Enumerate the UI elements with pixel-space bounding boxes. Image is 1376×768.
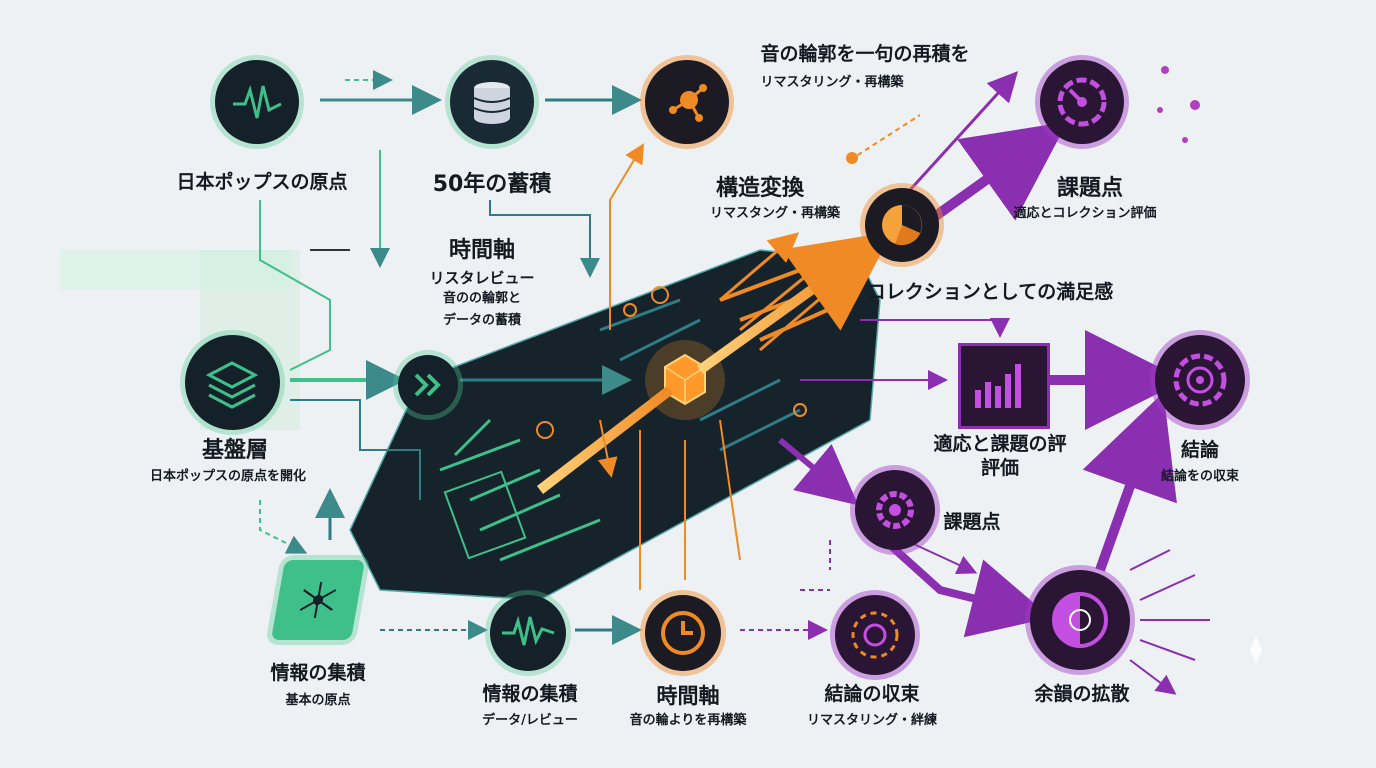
label-archive: 50年の蓄積 — [432, 172, 552, 197]
label-spread: 余韻の拡散 — [1034, 683, 1130, 705]
dashed-base-info — [259, 500, 308, 554]
label-satisfaction: コレクションとしての満足感 — [866, 281, 1114, 303]
waveform-icon — [502, 615, 555, 646]
dial-node — [1040, 60, 1124, 144]
dial-gear-icon — [1057, 77, 1107, 127]
layers-node — [185, 335, 280, 430]
dashed-purple — [800, 540, 831, 591]
fast-forward-icon — [414, 373, 441, 397]
arrow-gear-spread — [887, 542, 1052, 638]
label-adapt-1: 適応と課題の評 — [933, 433, 1067, 455]
compass-icon — [1052, 592, 1108, 648]
pie-node — [865, 188, 939, 262]
line-origin-down — [259, 200, 331, 371]
database-node — [450, 60, 534, 144]
dial-icon — [851, 611, 899, 659]
label-struct-sub: リマスタング・再構築 — [709, 206, 841, 221]
label-top-sub: リマスタリング・再構築 — [760, 75, 904, 90]
label-issue-mid: 課題点 — [943, 511, 1001, 533]
label-issue-top-sub: 適応とコレクション評価 — [1013, 206, 1157, 221]
spread-rays — [1129, 549, 1210, 690]
label-conclusion: 結論 — [1180, 439, 1220, 461]
waveform-node — [215, 60, 299, 144]
label-time2-sub: 音の輪よりを再構築 — [629, 713, 747, 728]
waveform-node-2 — [490, 595, 566, 671]
target-gear-icon — [1173, 353, 1227, 407]
label-time-sub1: リスタレビュー — [429, 269, 535, 287]
compass-node — [1030, 570, 1130, 670]
label-info1-title: 情報の集積 — [270, 662, 366, 684]
label-issue-top: 課題点 — [1056, 176, 1124, 201]
thick-arrow-issue-top — [927, 121, 1068, 225]
clock-icon — [661, 611, 705, 655]
label-time2-title: 時間軸 — [656, 684, 720, 708]
bar-chart-box — [958, 343, 1050, 429]
bar-chart-icon — [975, 364, 1021, 408]
label-info1-sub: 基本の原点 — [285, 693, 351, 708]
arrow-core-gear — [778, 437, 859, 506]
molecule-node — [645, 60, 729, 144]
label-converge-title: 結論の収束 — [824, 683, 920, 705]
gear-node — [855, 470, 935, 550]
arrow-to-chart — [860, 318, 1010, 338]
label-origin: 日本ポップスの原点 — [176, 171, 348, 193]
label-time-title: 時間軸 — [448, 238, 516, 263]
label-conclusion-sub: 結論をの収束 — [1160, 469, 1240, 484]
database-icon — [473, 82, 511, 124]
label-top-title: 音の輪郭を一句の再積を — [760, 43, 970, 65]
label-info2-sub: データ/レビュー — [482, 713, 578, 728]
waveform-icon — [233, 84, 282, 119]
sparkle-icon — [1250, 636, 1262, 664]
pie-chart-icon — [882, 205, 922, 246]
label-struct-title: 構造変換 — [715, 176, 805, 201]
network-stack-node — [270, 560, 366, 640]
gear-icon — [876, 491, 914, 529]
arrow-archive-down — [489, 200, 600, 278]
label-base-sub: 日本ポップスの原点を開化 — [149, 469, 307, 484]
network-icon — [299, 582, 337, 618]
arrow-spread-conclusion — [1082, 392, 1177, 572]
dot — [1161, 66, 1169, 74]
core-cube — [645, 340, 725, 420]
label-converge-sub: リマスタリング・絆練 — [806, 713, 938, 728]
dot — [1157, 107, 1163, 113]
clock-node — [645, 595, 721, 671]
orange-arrows-down — [600, 419, 741, 590]
dot-orange — [846, 152, 858, 164]
beam-up-right — [697, 231, 893, 375]
layers-icon — [205, 361, 259, 409]
label-base-title: 基盤層 — [201, 438, 269, 463]
dashed-orange — [849, 114, 921, 161]
orange-arrow-to-top — [609, 143, 645, 330]
forward-node — [398, 355, 458, 415]
label-time-sub2: 音のの輪郭と — [442, 291, 522, 306]
line-base-circuit — [290, 399, 421, 500]
label-info2-title: 情報の集積 — [482, 683, 578, 705]
label-adapt-2: 評価 — [980, 457, 1020, 479]
label-time-sub3: データの蓄積 — [442, 313, 522, 328]
orange-arrows-up — [719, 240, 851, 352]
dot — [1190, 100, 1200, 110]
target-gear-node — [1155, 335, 1245, 425]
arrow-gear-issue — [904, 539, 978, 575]
dot — [1182, 137, 1188, 143]
dial-node-2 — [835, 595, 915, 675]
molecule-icon — [669, 84, 707, 122]
